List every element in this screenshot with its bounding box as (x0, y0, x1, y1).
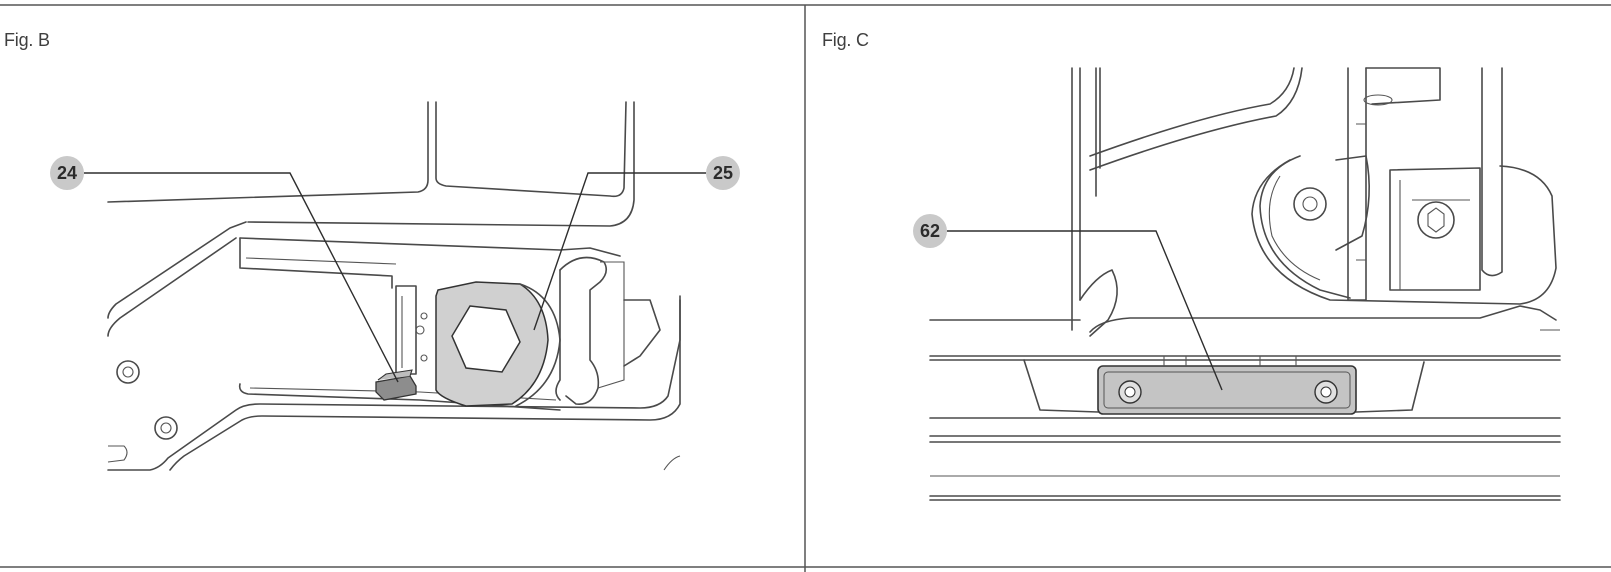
callout-24: 24 (50, 156, 84, 190)
callout-25: 25 (706, 156, 740, 190)
figure-b-label: Fig. B (4, 30, 50, 50)
figure-c-label: Fig. C (822, 30, 869, 50)
callout-62: 62 (913, 214, 947, 248)
panel-borders (0, 4, 1611, 572)
fig-b-drawing (84, 101, 706, 471)
fig-c-drawing (929, 67, 1561, 501)
